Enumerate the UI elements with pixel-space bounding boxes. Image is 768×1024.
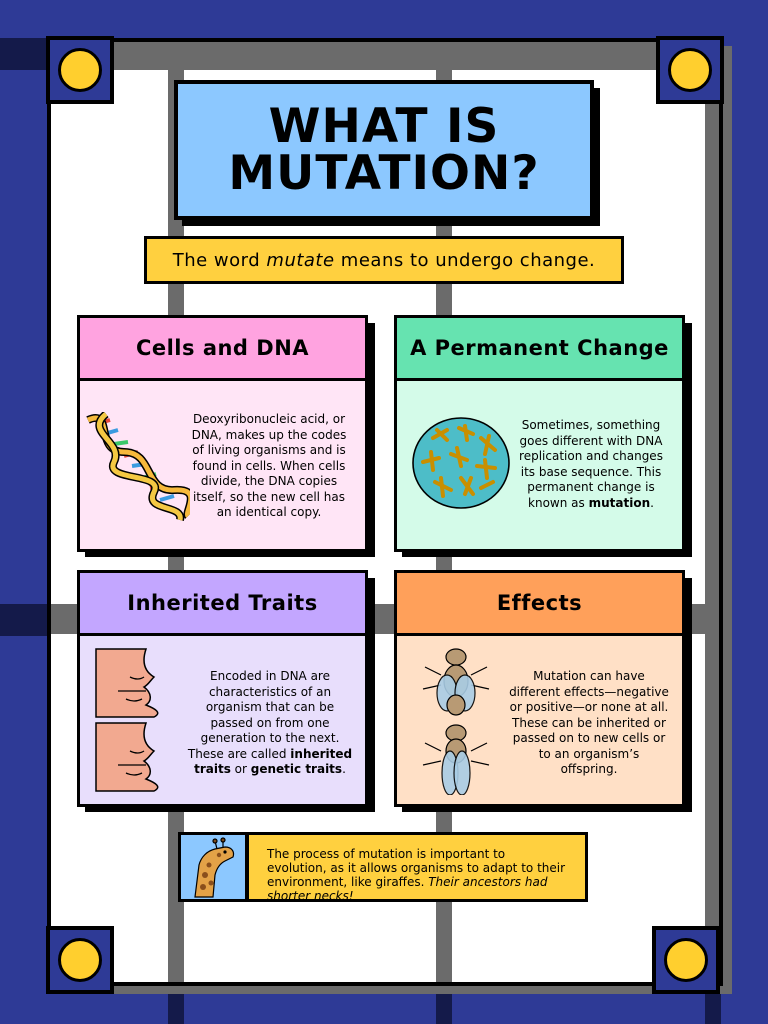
- card-body-bold: inherited traits: [194, 746, 353, 777]
- card-inherited-traits: Inherited Traits Encoded in DNA are char…: [77, 570, 368, 807]
- footer-text-italic: Their ancestors had shorter necks!: [267, 875, 548, 902]
- footer-text-plain: The process of mutation is important to …: [267, 847, 566, 889]
- bolt-icon: [58, 938, 102, 982]
- subtitle-before: The word: [172, 249, 267, 271]
- card-heading: Cells and DNA: [80, 318, 365, 381]
- rail-decoration: [705, 986, 721, 1024]
- dna-helix-icon: [86, 412, 190, 521]
- card-body-end: .: [342, 762, 346, 776]
- card-body: Sometimes, something goes different with…: [513, 418, 669, 511]
- bolt-icon: [668, 48, 712, 92]
- page-title: WHAT IS MUTATION?: [174, 80, 594, 220]
- face-profile-icon: [95, 648, 159, 792]
- subtitle-after: means to undergo change.: [334, 249, 596, 271]
- card-body-bold: genetic traits: [250, 762, 343, 776]
- footer-banner: The process of mutation is important to …: [246, 832, 588, 902]
- card-permanent-change: A Permanent Change Sometimes, something …: [394, 315, 685, 552]
- card-body: Encoded in DNA are characteristics of an…: [186, 669, 354, 778]
- card-body-bold: mutation: [588, 495, 651, 510]
- title-line-1: WHAT IS: [268, 99, 500, 154]
- card-heading: Inherited Traits: [80, 573, 365, 636]
- subtitle-emphasis: mutate: [266, 249, 335, 271]
- bolt-icon: [58, 48, 102, 92]
- subtitle-banner: The word mutate means to undergo change.: [144, 236, 624, 284]
- card-body-end: .: [650, 495, 654, 510]
- footer-text: The process of mutation is important to …: [267, 847, 567, 902]
- bolt-icon: [664, 938, 708, 982]
- card-cells-and-dna: Cells and DNA Deoxyribonucleic acid, or …: [77, 315, 368, 552]
- card-body-text: Sometimes, something goes different with…: [519, 418, 663, 510]
- corner-bolt-top-left: [46, 36, 114, 104]
- rail-decoration: [436, 986, 452, 1024]
- card-heading: Effects: [397, 573, 682, 636]
- card-heading: A Permanent Change: [397, 318, 682, 381]
- rail-decoration: [705, 42, 719, 982]
- rail-decoration: [51, 42, 719, 70]
- giraffe-icon: [194, 837, 235, 898]
- subtitle-text: The word mutate means to undergo change.: [173, 250, 596, 271]
- card-body: Mutation can have different effects—nega…: [509, 669, 669, 776]
- fly-icon: [422, 648, 490, 795]
- rail-decoration: [168, 986, 184, 1024]
- card-body-text: or: [230, 762, 251, 776]
- title-line-2: MUTATION?: [228, 146, 540, 201]
- corner-bolt-top-right: [656, 36, 724, 104]
- footer-icon-box: [178, 832, 248, 902]
- card-body-text: Encoded in DNA are characteristics of an…: [187, 669, 340, 761]
- corner-bolt-bottom-right: [652, 926, 720, 994]
- card-body: Deoxyribonucleic acid, or DNA, makes up …: [191, 412, 347, 519]
- cell-chromosomes-icon: [412, 417, 510, 509]
- corner-bolt-bottom-left: [46, 926, 114, 994]
- card-effects: Effects Mutation can have different e: [394, 570, 685, 807]
